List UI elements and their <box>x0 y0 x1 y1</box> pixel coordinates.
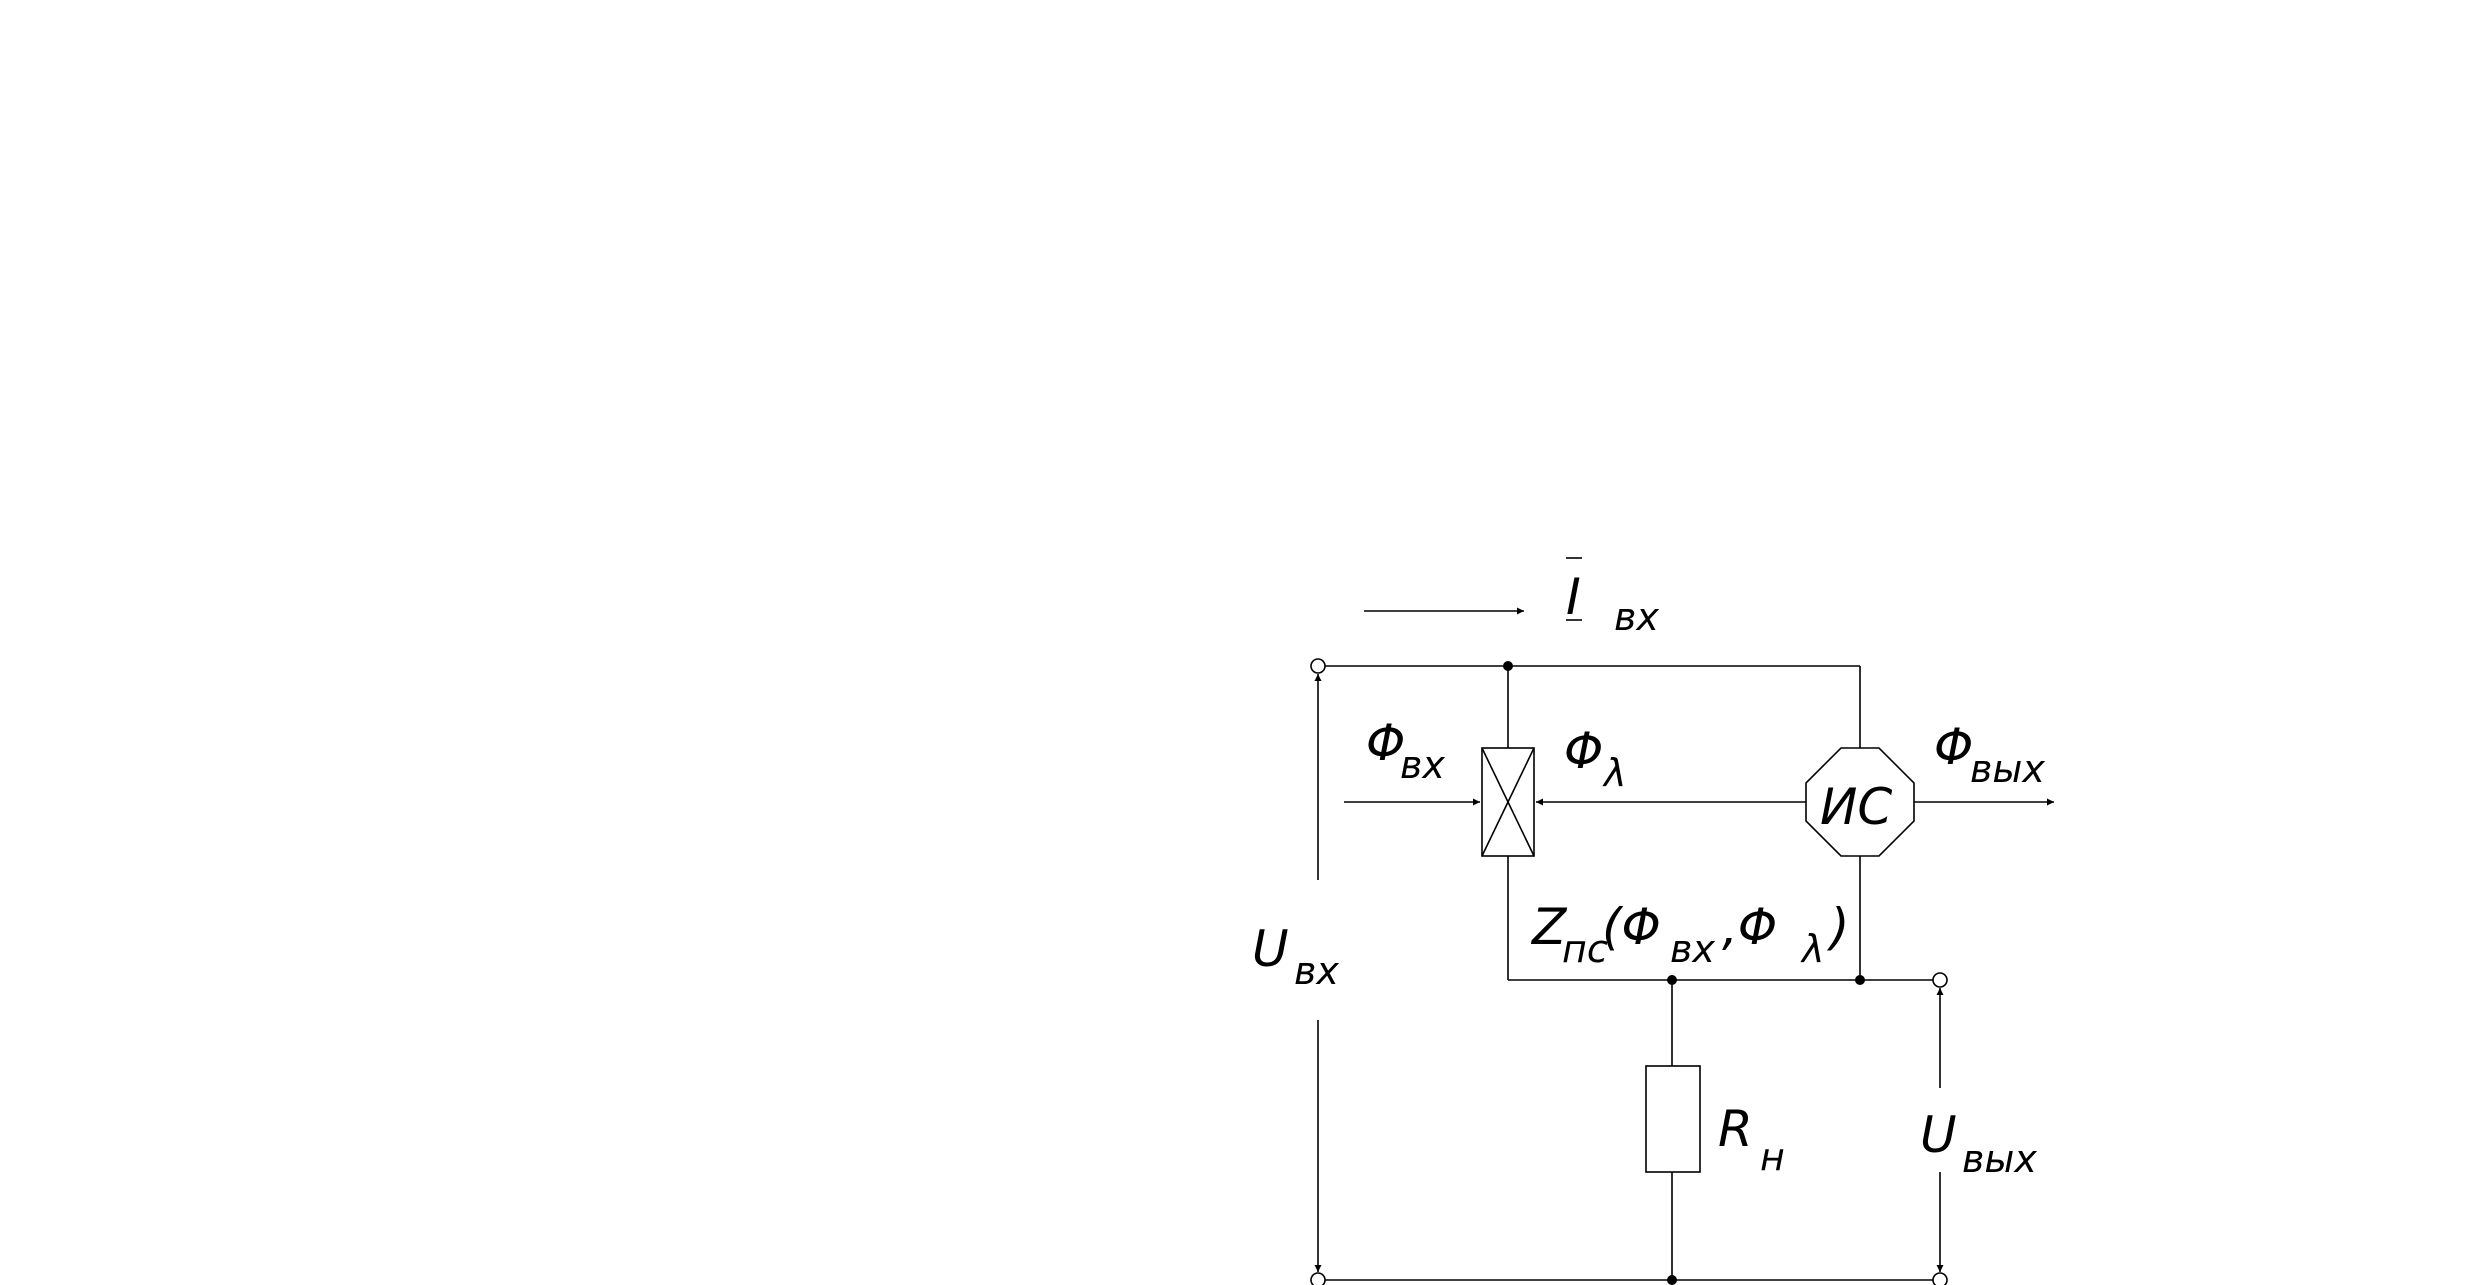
input-terminal-bottom <box>1310 1272 1326 1285</box>
flux-feedback-label: Φ λ <box>1564 722 1627 795</box>
voltage-in-label-main: U <box>1252 920 1289 978</box>
junction-dot <box>1503 661 1513 671</box>
voltage-out-label: U вых <box>1920 1106 2037 1181</box>
impedance-label-open: (Φ <box>1602 898 1661 956</box>
load-label-main: R <box>1718 1100 1753 1158</box>
flux-out-label-main: Φ <box>1934 718 1973 776</box>
voltage-out-label-sub: вых <box>1962 1137 2037 1181</box>
impedance-label-sep: ,Φ <box>1722 898 1777 956</box>
voltage-in-label-sub: вх <box>1294 949 1339 993</box>
impedance-label-main: Z <box>1530 898 1568 956</box>
current-label-main: I <box>1566 568 1581 626</box>
flux-in-label-main: Φ <box>1366 714 1405 772</box>
flux-in-label: Φ вх <box>1366 714 1445 787</box>
flux-feedback-label-main: Φ <box>1564 722 1603 780</box>
flux-out-label-sub: вых <box>1970 747 2045 791</box>
output-terminal-bottom <box>1932 1272 1948 1285</box>
voltage-in-label: U вх <box>1252 920 1339 993</box>
voltage-out-label-main: U <box>1920 1106 1957 1164</box>
impedance-label-close: ) <box>1826 898 1850 956</box>
junction-dot <box>1667 1275 1677 1285</box>
impedance-label-arg1-sub: вх <box>1670 927 1715 971</box>
light-source: ИС <box>1805 747 1915 857</box>
flux-out-label: Φ вых <box>1934 718 2045 791</box>
input-terminal-top <box>1310 658 1326 674</box>
source-label: ИС <box>1820 778 1892 836</box>
impedance-label-sub: пс <box>1562 927 1608 971</box>
photoresistor <box>1481 747 1535 857</box>
current-label-sub: вх <box>1614 595 1659 639</box>
load-label-sub: н <box>1760 1135 1785 1179</box>
output-terminal-top <box>1932 972 1948 988</box>
flux-in-label-sub: вх <box>1400 743 1445 787</box>
impedance-label-arg2-sub: λ <box>1800 927 1825 971</box>
load-label: R н <box>1718 1100 1785 1179</box>
junction-dot <box>1855 975 1865 985</box>
junction-dot <box>1667 975 1677 985</box>
flux-feedback-label-sub: λ <box>1602 751 1627 795</box>
current-label: I вх <box>1566 557 1659 639</box>
load-resistor <box>1645 1065 1701 1173</box>
impedance-label: Z пс (Φ вх ,Φ λ ) <box>1530 898 1850 971</box>
